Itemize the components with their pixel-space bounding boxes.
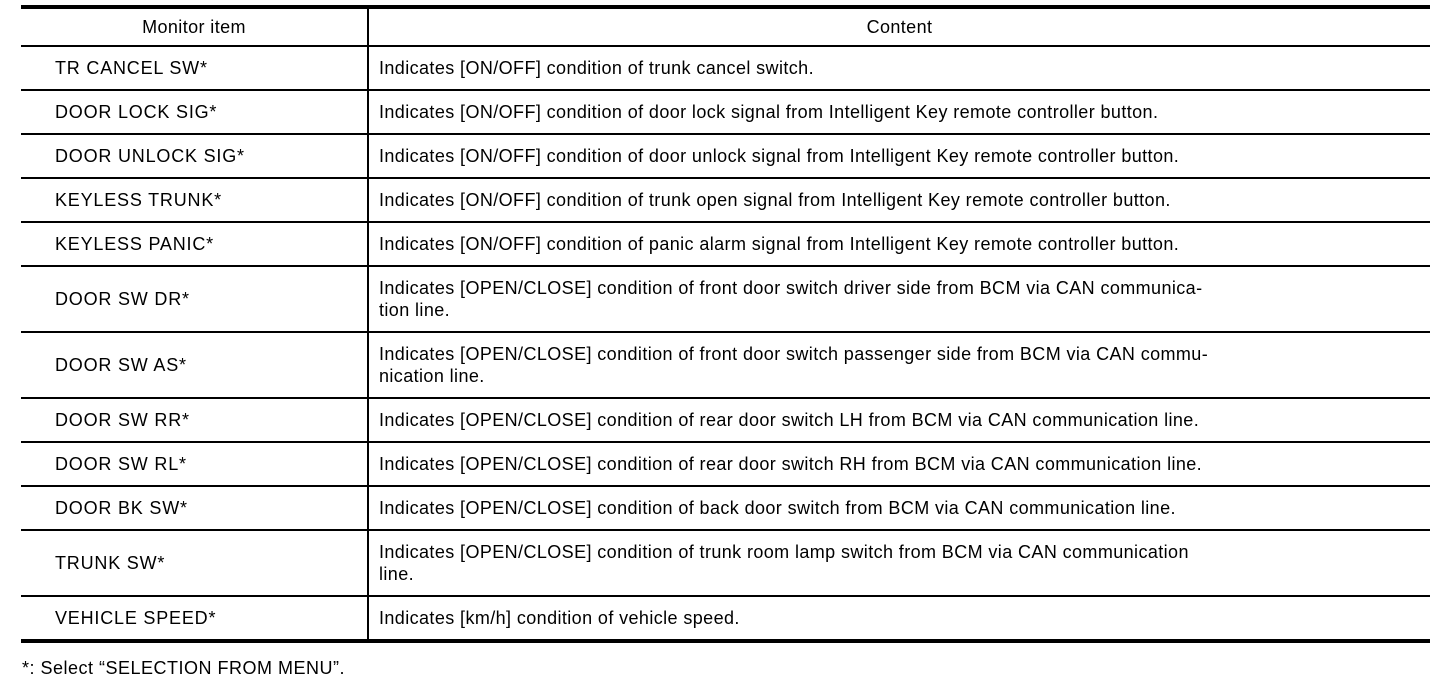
content-cell: Indicates [OPEN/CLOSE] condition of rear… xyxy=(368,397,1430,443)
monitor-item-cell: DOOR BK SW* xyxy=(21,485,369,531)
table-row: TRUNK SW* Indicates [OPEN/CLOSE] conditi… xyxy=(21,529,1430,597)
monitor-item-cell: TR CANCEL SW* xyxy=(21,45,369,91)
content-cell: Indicates [km/h] condition of vehicle sp… xyxy=(368,595,1430,642)
monitor-item-cell: DOOR SW RL* xyxy=(21,441,369,487)
table-row: DOOR SW RL* Indicates [OPEN/CLOSE] condi… xyxy=(21,441,1430,487)
table-row: DOOR SW RR* Indicates [OPEN/CLOSE] condi… xyxy=(21,397,1430,443)
monitor-item-cell: VEHICLE SPEED* xyxy=(21,595,369,642)
content-cell: Indicates [OPEN/CLOSE] condition of trun… xyxy=(368,529,1430,597)
table-row: VEHICLE SPEED* Indicates [km/h] conditio… xyxy=(21,595,1430,642)
content-cell: Indicates [OPEN/CLOSE] condition of fron… xyxy=(368,265,1430,333)
content-cell: Indicates [ON/OFF] condition of trunk op… xyxy=(368,177,1430,223)
monitor-item-cell: TRUNK SW* xyxy=(21,529,369,597)
column-header-monitor-item: Monitor item xyxy=(21,6,369,47)
monitor-item-cell: DOOR UNLOCK SIG* xyxy=(21,133,369,179)
monitor-item-cell: DOOR SW RR* xyxy=(21,397,369,443)
table-row: KEYLESS PANIC* Indicates [ON/OFF] condit… xyxy=(21,221,1430,267)
monitor-item-cell: DOOR SW AS* xyxy=(21,331,369,399)
content-cell: Indicates [OPEN/CLOSE] condition of rear… xyxy=(368,441,1430,487)
table-header-row: Monitor item Content xyxy=(21,6,1430,47)
table-row: DOOR UNLOCK SIG* Indicates [ON/OFF] cond… xyxy=(21,133,1430,179)
monitor-item-table: Monitor item Content TR CANCEL SW* Indic… xyxy=(21,5,1430,643)
table-row: DOOR SW DR* Indicates [OPEN/CLOSE] condi… xyxy=(21,265,1430,333)
content-cell: Indicates [OPEN/CLOSE] condition of fron… xyxy=(368,331,1430,399)
footnote: *: Select “SELECTION FROM MENU”. xyxy=(22,658,346,678)
monitor-item-cell: DOOR LOCK SIG* xyxy=(21,89,369,135)
content-cell: Indicates [ON/OFF] condition of door loc… xyxy=(368,89,1430,135)
monitor-item-cell: KEYLESS PANIC* xyxy=(21,221,369,267)
table-row: DOOR BK SW* Indicates [OPEN/CLOSE] condi… xyxy=(21,485,1430,531)
table-row: KEYLESS TRUNK* Indicates [ON/OFF] condit… xyxy=(21,177,1430,223)
content-cell: Indicates [ON/OFF] condition of trunk ca… xyxy=(368,45,1430,91)
monitor-item-cell: KEYLESS TRUNK* xyxy=(21,177,369,223)
table-row: DOOR SW AS* Indicates [OPEN/CLOSE] condi… xyxy=(21,331,1430,399)
table-row: DOOR LOCK SIG* Indicates [ON/OFF] condit… xyxy=(21,89,1430,135)
content-cell: Indicates [OPEN/CLOSE] condition of back… xyxy=(368,485,1430,531)
table-row: TR CANCEL SW* Indicates [ON/OFF] conditi… xyxy=(21,45,1430,91)
monitor-item-cell: DOOR SW DR* xyxy=(21,265,369,333)
content-cell: Indicates [ON/OFF] condition of door unl… xyxy=(368,133,1430,179)
content-cell: Indicates [ON/OFF] condition of panic al… xyxy=(368,221,1430,267)
column-header-content: Content xyxy=(368,6,1430,47)
